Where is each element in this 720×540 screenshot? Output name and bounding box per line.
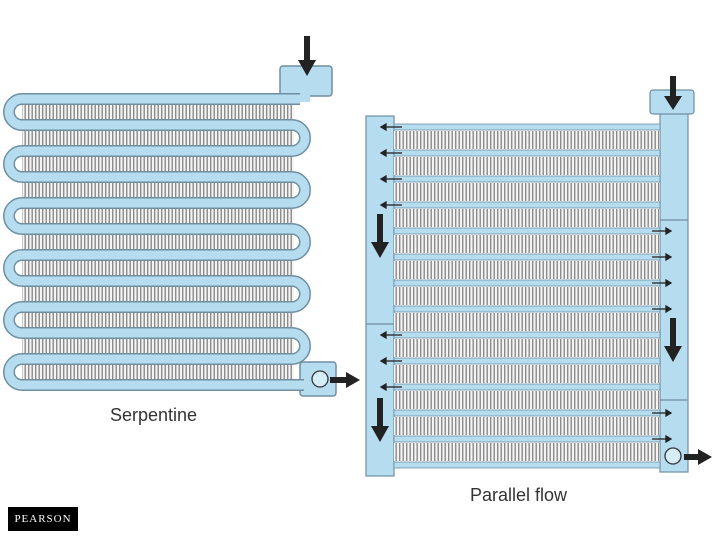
parallel-flow-condenser [365, 76, 712, 477]
pearson-logo: PEARSON [8, 507, 78, 531]
arrow-right-icon [652, 226, 673, 314]
arrow-down-icon [371, 214, 389, 258]
arrow-right-icon [684, 449, 712, 465]
arrow-right-icon [652, 408, 673, 444]
arrow-down-icon [664, 318, 682, 362]
parallel-right-header [659, 109, 689, 473]
arrow-right-icon [330, 372, 360, 388]
serpentine-outlet-port [311, 370, 329, 388]
serpentine-condenser [3, 36, 360, 397]
serpentine-tube-fluid [4, 94, 310, 390]
parallel-outlet-port [664, 447, 682, 465]
parallel-flow-label: Parallel flow [470, 485, 568, 505]
arrow-down-icon [664, 76, 682, 110]
pearson-logo-text: PEARSON [14, 513, 72, 525]
arrow-down-icon [298, 36, 316, 76]
serpentine-label: Serpentine [110, 405, 198, 425]
arrow-left-icon [379, 330, 402, 392]
arrow-left-icon [379, 122, 402, 210]
parallel-fins [394, 131, 660, 461]
serpentine-fins [22, 105, 294, 379]
arrow-down-icon [371, 398, 389, 442]
